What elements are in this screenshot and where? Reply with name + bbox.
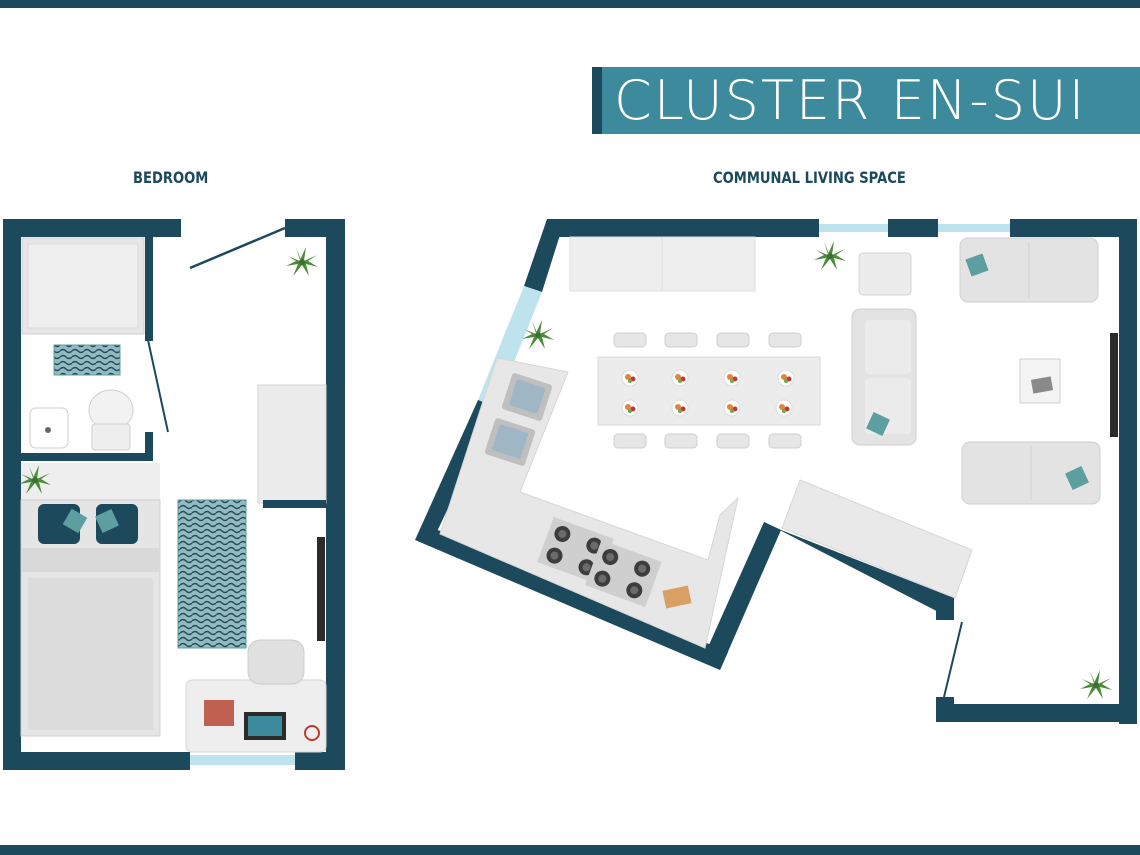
plate-icon — [775, 399, 793, 417]
bedroom-plan — [3, 219, 345, 770]
cushion-icon — [965, 253, 989, 277]
bedroom-entry-door[interactable] — [189, 226, 286, 270]
plate-icon — [621, 399, 639, 417]
sink-icon — [484, 373, 553, 466]
plate-icon — [723, 399, 741, 417]
communal-plan — [415, 219, 1137, 724]
bathroom-wall-right-lower — [145, 432, 153, 460]
communal-wall-southeast — [764, 522, 954, 620]
bathroom-wall-right — [145, 237, 153, 341]
cushion-icon — [1065, 466, 1089, 490]
communal-wall-southwest — [415, 528, 728, 670]
plate-icon — [671, 369, 689, 387]
bottom-border-bar — [0, 845, 1140, 855]
bedroom-wall-left — [3, 219, 21, 770]
tv-icon — [1110, 333, 1118, 437]
chair-icon — [247, 639, 305, 685]
wardrobe-wall — [263, 500, 326, 508]
wardrobe-icon — [257, 384, 327, 504]
page-title: CLUSTER EN-SUI — [614, 69, 1087, 132]
communal-wall-top-1 — [547, 219, 819, 237]
plate-icon — [621, 369, 639, 387]
tv-icon — [317, 537, 325, 641]
cutting-board-icon — [662, 585, 692, 609]
plate-icon — [777, 369, 795, 387]
communal-door[interactable] — [943, 621, 963, 698]
bedroom-window — [190, 755, 295, 765]
bedroom-wall-bottom-right — [295, 752, 345, 770]
communal-window-1[interactable] — [819, 224, 888, 232]
communal-wall-bottom — [936, 704, 1137, 722]
cushion-icon — [866, 412, 890, 436]
title-banner: CLUSTER EN-SUI — [592, 67, 1140, 134]
plate-icon — [671, 399, 689, 417]
communal-wall-top-2 — [888, 219, 938, 237]
title-accent — [592, 67, 602, 134]
bedroom-wall-top-left — [3, 219, 181, 237]
armchair-icon — [858, 252, 912, 296]
plant-icon — [286, 247, 318, 276]
bathroom-door[interactable] — [147, 339, 169, 433]
bath-mat-icon — [53, 344, 121, 376]
plate-icon — [723, 369, 741, 387]
bedroom-wall-bottom-left — [3, 752, 190, 770]
rug-icon — [177, 499, 247, 649]
clock-icon — [304, 725, 320, 741]
bedroom-wall-right — [326, 219, 345, 770]
top-border-bar — [0, 0, 1140, 8]
stove-icon — [585, 540, 662, 608]
bedroom-label: BEDROOM — [133, 168, 209, 187]
communal-window-2[interactable] — [938, 224, 1010, 232]
side-counter — [781, 479, 973, 599]
communal-label: COMMUNAL LIVING SPACE — [713, 168, 906, 187]
bathroom-wall-bottom — [21, 453, 153, 461]
communal-wall-top-3 — [1010, 219, 1137, 237]
communal-wall-nw — [524, 219, 565, 292]
communal-wall-south-step — [704, 522, 781, 670]
communal-wall-right — [1119, 219, 1137, 724]
